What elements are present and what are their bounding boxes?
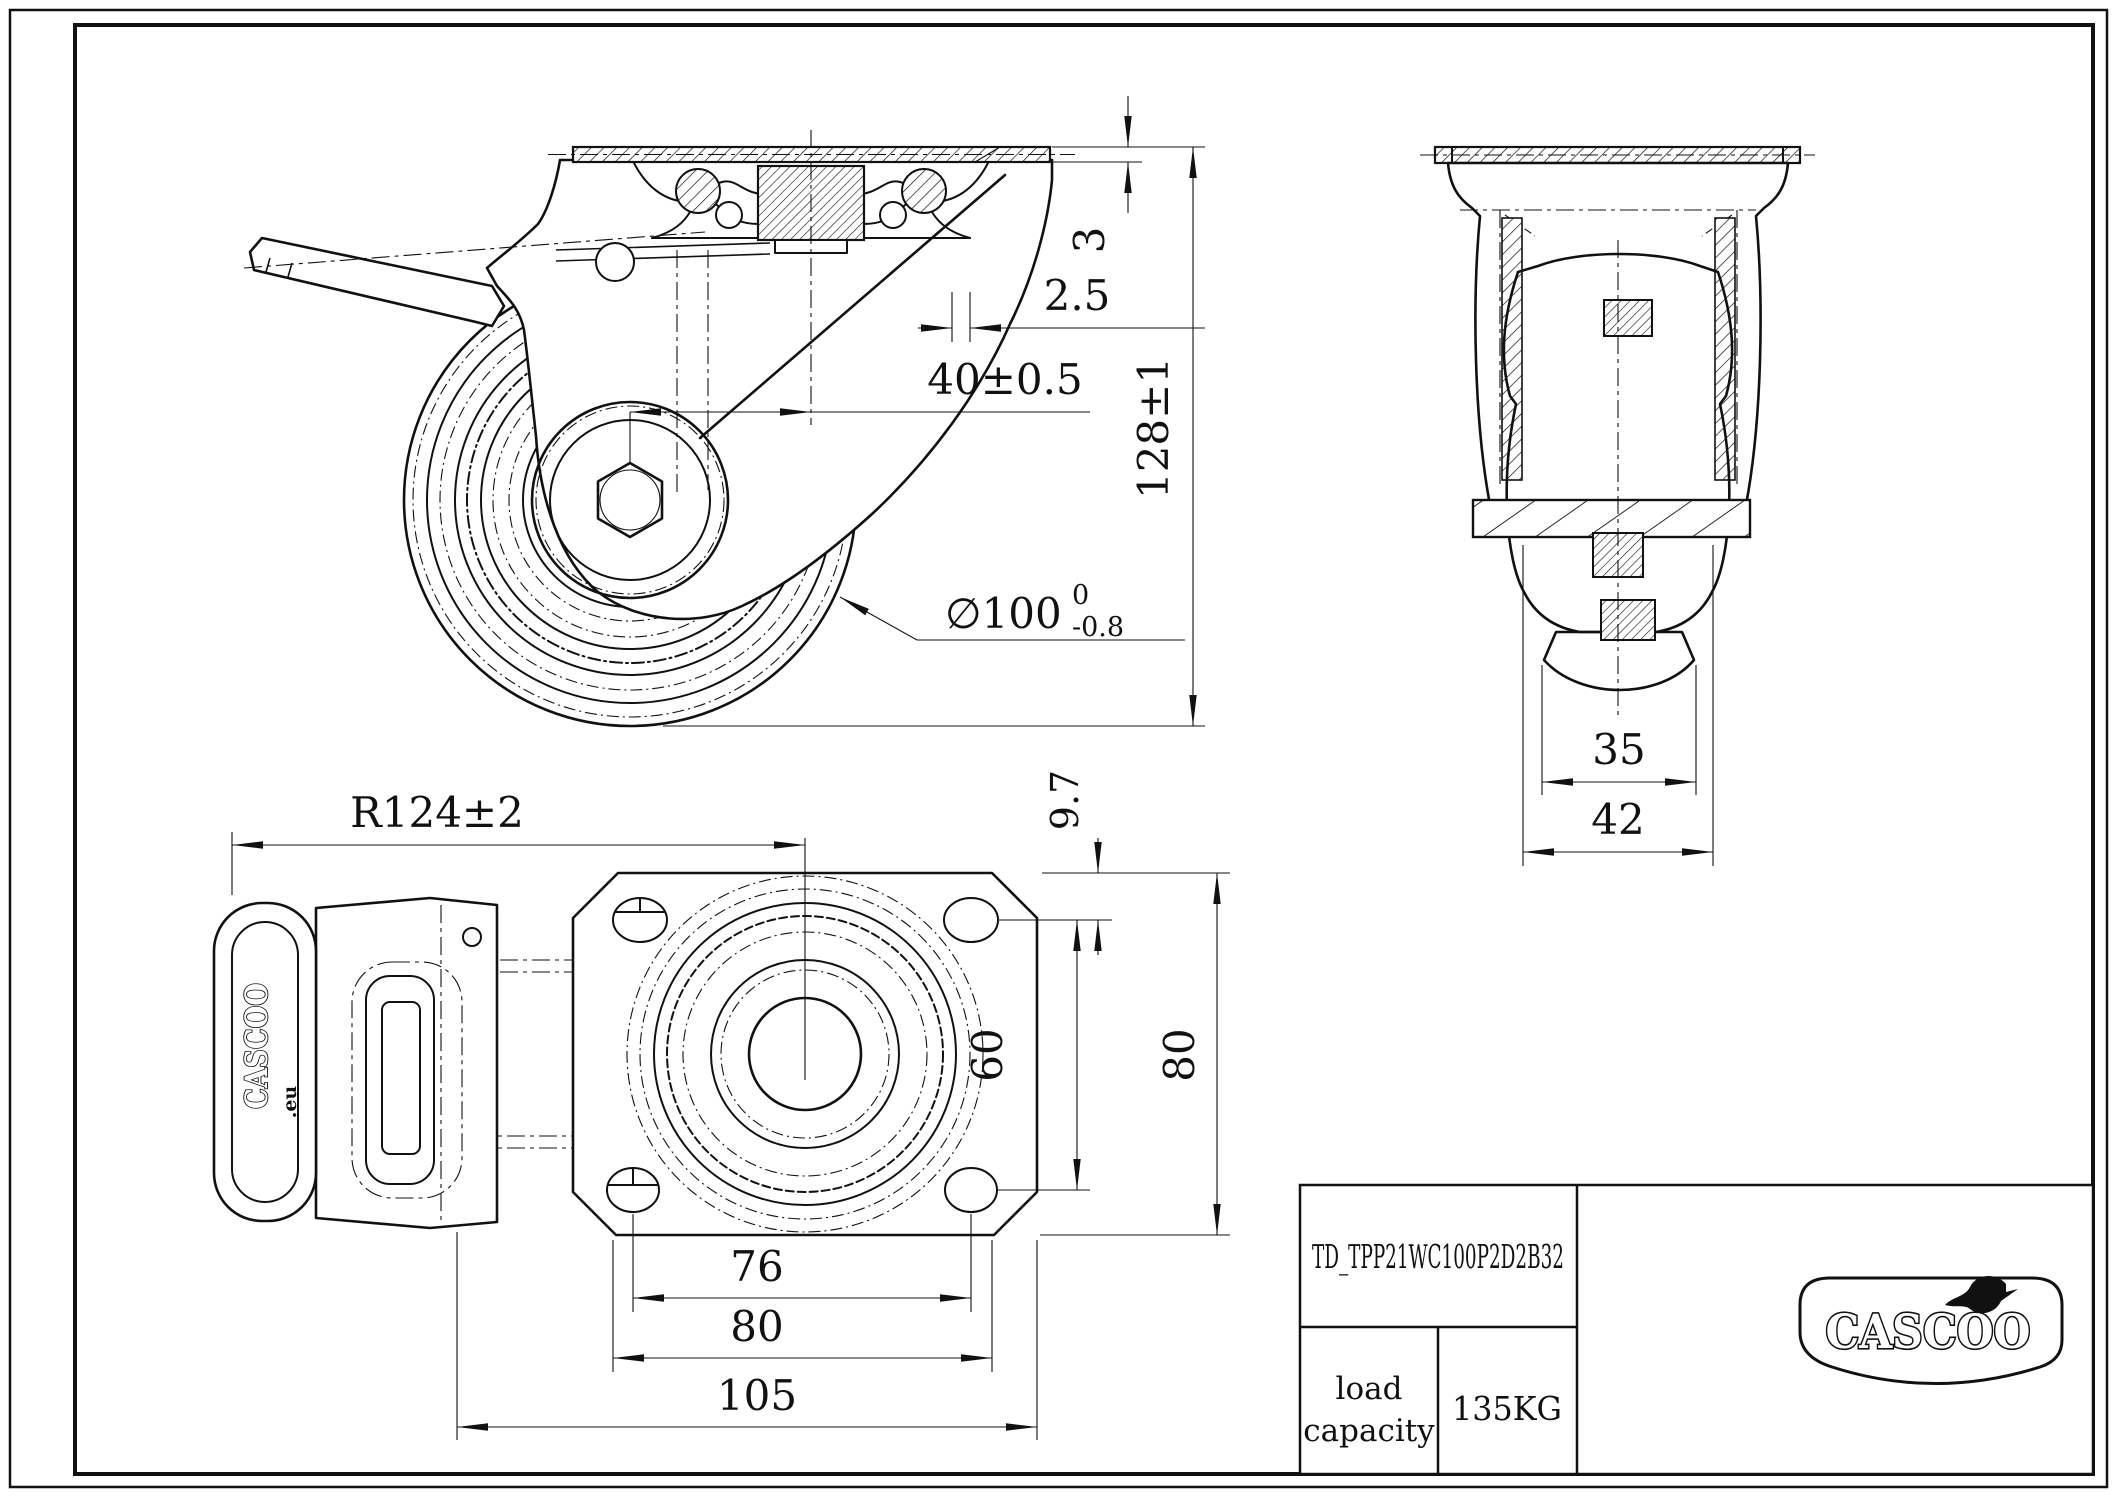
bolt-hole bbox=[944, 1167, 998, 1213]
dim-swivel-radius: R124±2 bbox=[231, 788, 805, 895]
dim-overall-height: 128±1 bbox=[663, 147, 1205, 727]
pedal-brand-suffix: .eu bbox=[279, 1086, 301, 1119]
dim-wheel-diameter-tol-upper: 0 bbox=[1072, 580, 1089, 611]
dim-bolt-spacing-v-label: 60 bbox=[963, 1028, 1012, 1081]
side-view: 3 2.5 40±0.5 128±1 ∅100 0 bbox=[243, 96, 1205, 728]
model-number: TD_TPP21WC100P2D2B32 bbox=[1312, 1237, 1564, 1277]
dim-edge-to-hole: 9.7 bbox=[998, 770, 1230, 955]
dim-bolt-spacing-v: 60 bbox=[963, 920, 1090, 1191]
dim-bracket-width-label: 42 bbox=[1591, 795, 1644, 844]
dim-plate-length-label: 105 bbox=[717, 1371, 797, 1420]
load-capacity-label-line2: capacity bbox=[1303, 1413, 1435, 1449]
dim-plate-depth-label: 80 bbox=[1155, 1028, 1204, 1081]
swivel-fork bbox=[485, 158, 1054, 621]
dim-plate-thickness-label: 3 bbox=[1065, 227, 1114, 254]
dim-plate-length: 105 bbox=[456, 1232, 1038, 1440]
hex-nut bbox=[596, 461, 664, 539]
front-axle bbox=[1471, 498, 1752, 539]
dim-wheel-diameter-tol-lower: -0.8 bbox=[1072, 612, 1124, 643]
dim-bolt-spacing-h: 76 bbox=[632, 1214, 972, 1312]
brake-lever bbox=[243, 231, 706, 328]
logo-text: CASCOO bbox=[1826, 1305, 2031, 1360]
title-block: TD_TPP21WC100P2D2B32 load capacity 135KG… bbox=[1298, 1183, 2095, 1476]
squirrel-icon bbox=[1945, 1276, 2018, 1314]
bearing-ball bbox=[901, 168, 947, 214]
dim-wheel-width-label: 35 bbox=[1592, 725, 1645, 774]
dim-bracket-width: 42 bbox=[1522, 545, 1714, 866]
front-top-plate bbox=[1420, 145, 1815, 165]
load-capacity-value: 135KG bbox=[1452, 1389, 1562, 1428]
pedal-brand-text: CASCOO bbox=[239, 983, 275, 1109]
dim-plate-depth: 80 bbox=[1040, 873, 1230, 1236]
mounting-plate bbox=[475, 838, 1039, 1237]
dim-tread-gap-label: 2.5 bbox=[1044, 271, 1111, 320]
front-view: 35 42 bbox=[1420, 145, 1815, 866]
front-wheel-section bbox=[1471, 240, 1752, 720]
dim-edge-to-hole-label: 9.7 bbox=[1043, 770, 1087, 830]
dim-bolt-slot-spacing: 80 bbox=[612, 1240, 993, 1372]
dim-bolt-spacing-h-label: 76 bbox=[730, 1242, 783, 1291]
wheel-hub bbox=[535, 405, 725, 595]
dim-wheel-width: 35 bbox=[1541, 665, 1697, 795]
swivel-bearing bbox=[633, 130, 989, 425]
dim-tread-gap: 2.5 bbox=[918, 271, 1205, 342]
bolt-hole bbox=[943, 897, 999, 943]
dim-axle-offset-label: 40±0.5 bbox=[927, 355, 1082, 404]
dim-bolt-slot-spacing-label: 80 bbox=[730, 1302, 783, 1351]
dim-plate-thickness: 3 bbox=[1052, 96, 1205, 253]
dim-wheel-diameter: ∅100 0 -0.8 bbox=[839, 580, 1185, 643]
dim-overall-height-label: 128±1 bbox=[1129, 357, 1178, 499]
cascoo-logo: CASCOO bbox=[1798, 1276, 2064, 1385]
bottom-view: CASCOO .eu R124±2 9.7 60 80 bbox=[212, 770, 1230, 1440]
dim-wheel-diameter-label: ∅100 bbox=[945, 589, 1062, 638]
bearing-ball bbox=[675, 168, 721, 214]
dim-swivel-radius-label: R124±2 bbox=[350, 788, 524, 837]
brake-pedal: CASCOO .eu bbox=[212, 896, 499, 1230]
load-capacity-label-line1: load bbox=[1336, 1371, 1403, 1407]
dim-axle-offset: 40±0.5 bbox=[630, 355, 1090, 416]
